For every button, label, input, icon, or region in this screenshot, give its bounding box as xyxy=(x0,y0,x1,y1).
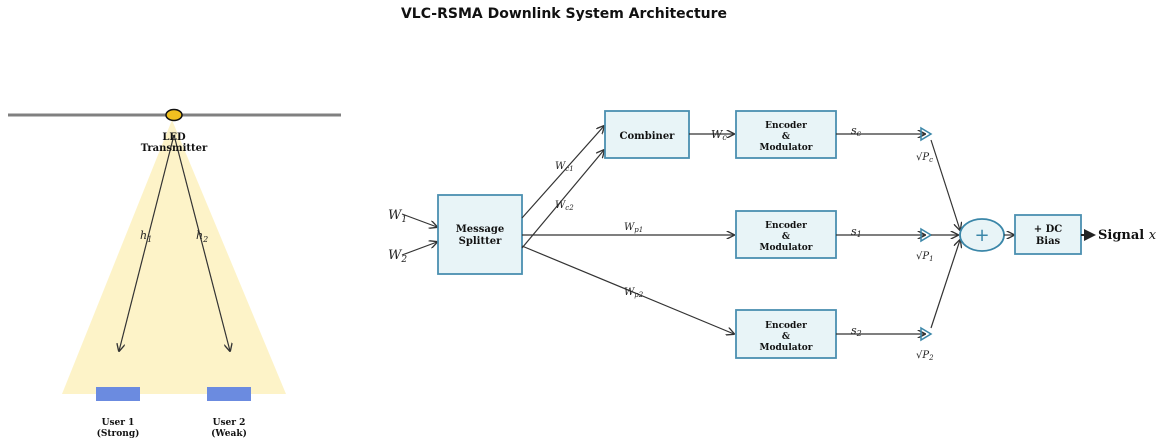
input-w2-label: W2 xyxy=(388,248,407,265)
power-p1-label: √P1 xyxy=(916,251,934,263)
common-to-sum-arrow xyxy=(930,139,960,230)
s2-label: s2 xyxy=(851,324,862,338)
combiner-block xyxy=(604,110,690,159)
svg-text:Encoder: Encoder xyxy=(765,121,807,131)
svg-text:&: & xyxy=(782,232,790,242)
power-p2-label: √P2 xyxy=(916,350,934,362)
dc-bias-line2: Bias xyxy=(1036,236,1061,247)
wc-label: Wc xyxy=(711,128,727,142)
wc2-label: Wc2 xyxy=(555,200,574,212)
dc-bias-block xyxy=(1014,214,1082,255)
amplifier-private-2-icon xyxy=(920,326,933,342)
user2-name: User 2 xyxy=(213,418,246,428)
wc2-arrow xyxy=(521,150,604,249)
led-label-line1: LED xyxy=(162,132,186,143)
input-w1-arrow xyxy=(401,213,437,227)
channel-h1-arrow xyxy=(119,134,175,351)
diagram-title: VLC-RSMA Downlink System Architecture xyxy=(401,6,727,22)
input-w1-label: W1 xyxy=(388,208,407,225)
power-pc-label: √Pc xyxy=(916,152,933,164)
wp2-label: Wp2 xyxy=(624,287,644,299)
user2-receiver xyxy=(207,387,251,401)
light-cone xyxy=(62,120,286,394)
splitter-label-line2: Splitter xyxy=(459,236,502,247)
s1-label: s1 xyxy=(851,225,862,239)
svg-text:Encoder: Encoder xyxy=(765,221,807,231)
svg-text:&: & xyxy=(782,132,790,142)
splitter-label-line1: Message xyxy=(456,224,505,235)
dc-bias-line1: + DC xyxy=(1034,224,1063,235)
user1-note: (Strong) xyxy=(97,428,140,439)
user2-note: (Weak) xyxy=(211,428,247,439)
channel-h2-label: h2 xyxy=(196,229,208,244)
svg-text:&: & xyxy=(782,332,790,342)
user1-name: User 1 xyxy=(102,418,135,428)
svg-text:Modulator: Modulator xyxy=(760,243,813,253)
encoder-private-1: Encoder & Modulator xyxy=(735,210,837,259)
led-icon xyxy=(165,108,183,122)
sc-label: sc xyxy=(851,124,862,138)
channel-h1-label: h1 xyxy=(140,229,152,244)
wp2-arrow xyxy=(521,245,734,334)
output-label: Signal x xyxy=(1098,228,1157,243)
user1-receiver xyxy=(96,387,140,401)
combiner-label: Combiner xyxy=(620,131,676,142)
svg-text:Modulator: Modulator xyxy=(760,343,813,353)
encoder-common: Encoder & Modulator xyxy=(735,110,837,159)
wc1-label: Wc1 xyxy=(555,161,574,173)
wp1-label: Wp1 xyxy=(624,222,643,234)
input-w2-arrow xyxy=(401,242,437,256)
amplifier-common-icon xyxy=(920,126,933,142)
svg-text:Encoder: Encoder xyxy=(765,321,807,331)
encoder-private-2: Encoder & Modulator xyxy=(735,309,837,359)
p2-to-sum-arrow xyxy=(930,240,960,329)
message-splitter-block xyxy=(437,194,523,275)
amplifier-private-1-icon xyxy=(920,227,933,243)
led-label-line2: Transmitter xyxy=(141,143,208,154)
wc1-arrow xyxy=(521,126,604,219)
svg-text:Modulator: Modulator xyxy=(760,143,813,153)
summer-plus: + xyxy=(974,225,989,246)
channel-h2-arrow xyxy=(173,134,230,351)
